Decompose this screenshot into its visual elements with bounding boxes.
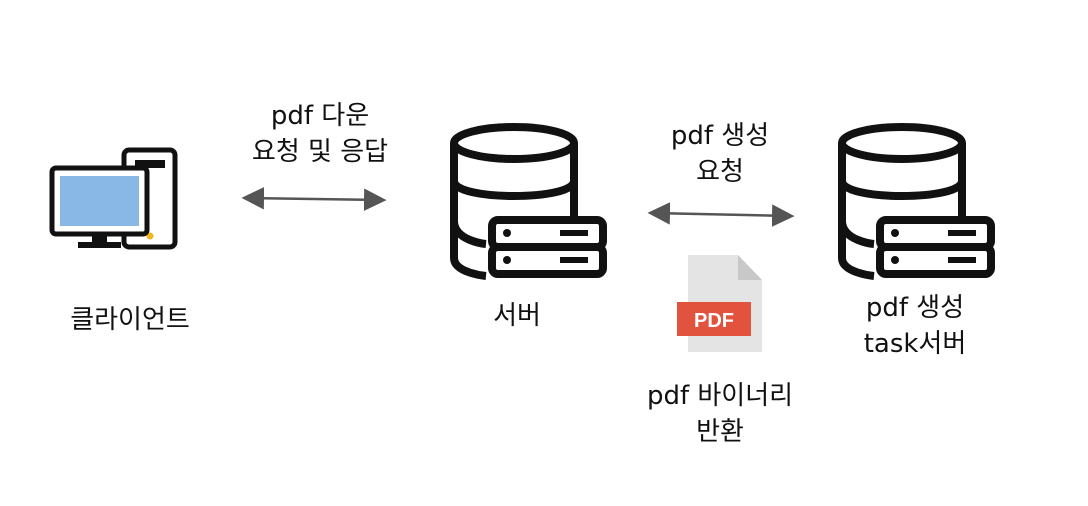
- task-server-label-line: task서버: [863, 329, 967, 359]
- database-server-icon: [450, 123, 607, 280]
- desktop-computer-icon: [49, 147, 178, 250]
- client-server-arrow: [241, 187, 387, 211]
- task-server-label-line: pdf 생성: [865, 293, 965, 323]
- database-server-icon: [838, 123, 995, 280]
- client-label: 클라이언트: [70, 305, 190, 335]
- edge-label-line: 반환: [696, 417, 744, 447]
- edge-label-line: pdf 생성: [670, 121, 770, 151]
- pdf-file-icon: PDF: [677, 255, 762, 352]
- edge-label-binary-return: pdf 바이너리 반환: [620, 378, 820, 450]
- edge-label-line: pdf 다운: [270, 101, 370, 131]
- server-task-arrow: [647, 202, 795, 227]
- edge-label-client-server: pdf 다운 요청 및 응답: [230, 98, 410, 170]
- edge-label-line: 요청: [696, 157, 744, 187]
- edge-label-line: 요청 및 응답: [251, 137, 389, 167]
- pdf-badge-text: PDF: [694, 310, 734, 332]
- edge-label-server-task: pdf 생성 요청: [630, 118, 810, 190]
- server-label: 서버: [493, 301, 541, 331]
- edge-label-line: pdf 바이너리: [646, 381, 794, 411]
- task-server-label: pdf 생성 task서버: [830, 290, 1000, 362]
